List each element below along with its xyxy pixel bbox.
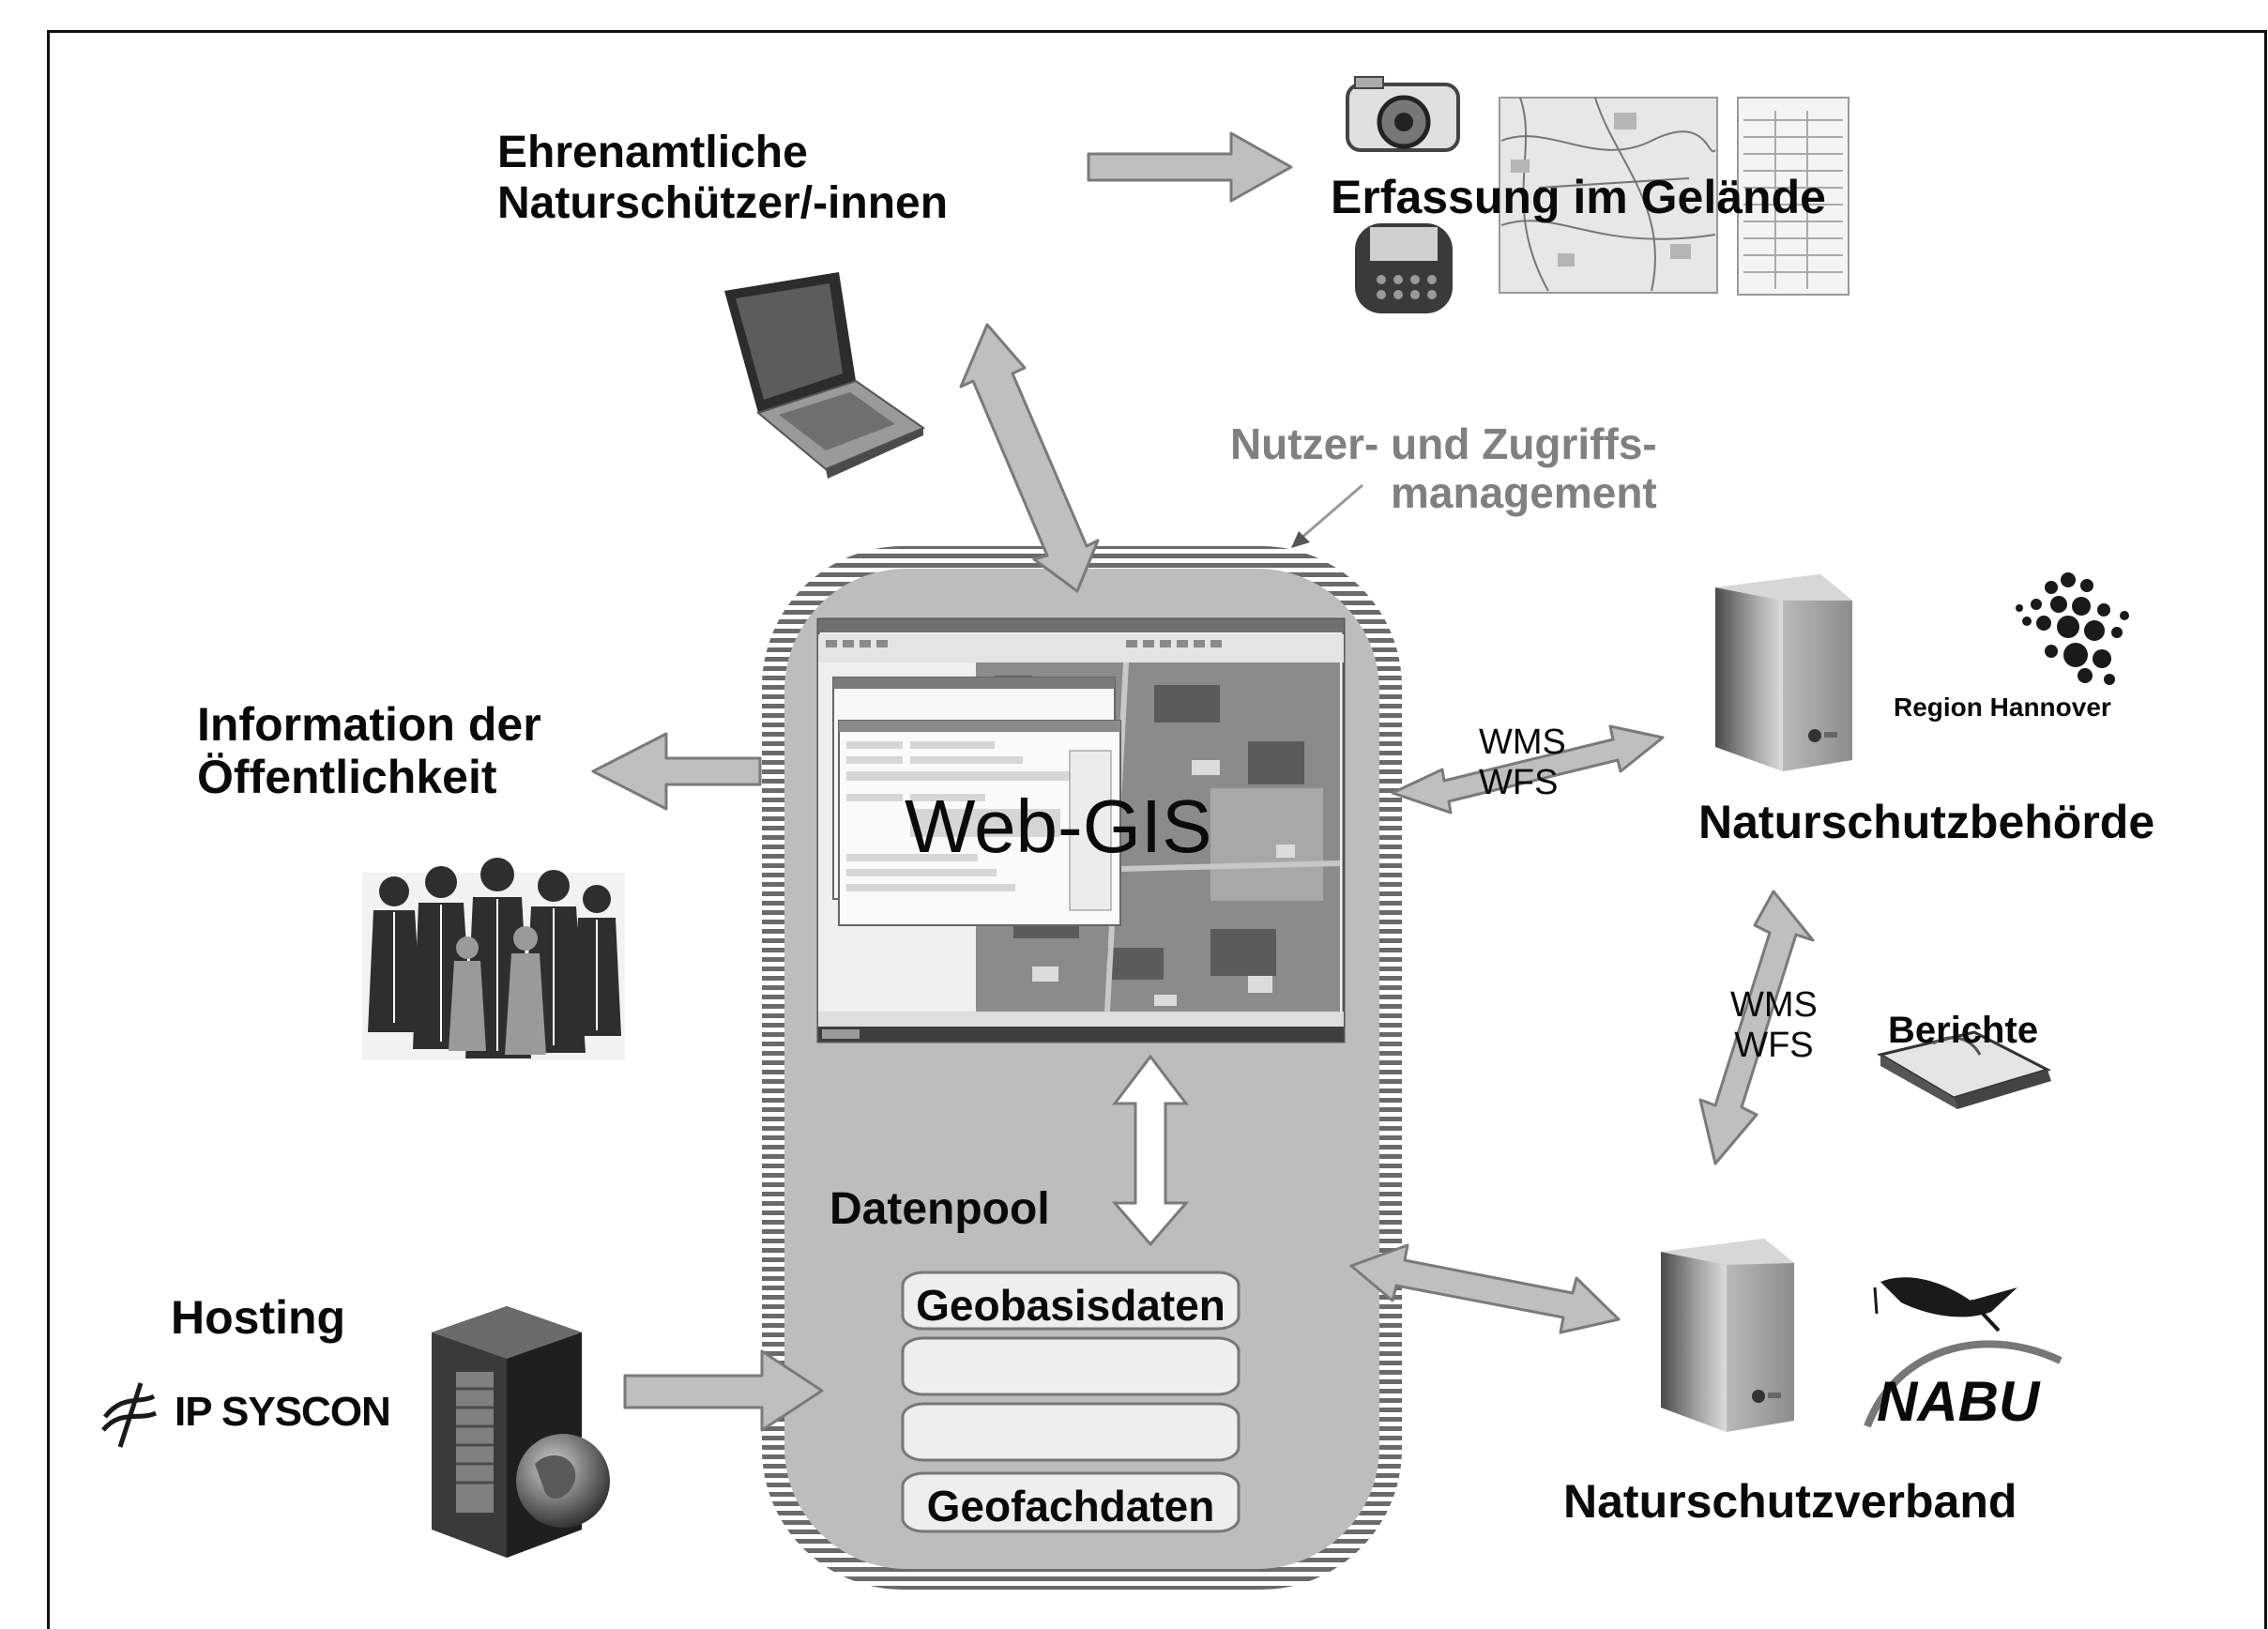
arrow-webgis-association <box>1349 1243 1621 1334</box>
access-management-line2: management <box>1391 467 1657 517</box>
crowd-icon <box>362 858 625 1060</box>
protocol-wms: WMS <box>1730 985 1818 1025</box>
form-sheet-icon <box>1737 97 1849 296</box>
protocol-wfs: WFS <box>1734 1025 1814 1065</box>
access-management-line1: Nutzer- und Zugriffs- <box>1229 419 1657 468</box>
arrow-webgis-datapool <box>1111 1054 1190 1247</box>
arrow-webgis-public <box>591 732 762 811</box>
ip-syscon-logo-text: IP SYSCON <box>175 1389 391 1435</box>
volunteers-label: Ehrenamtliche Naturschützer/-innen <box>497 128 948 229</box>
nabu-logo-text: NABU <box>1877 1370 2040 1433</box>
server-icon <box>1661 1239 1794 1432</box>
datapool-label: Datenpool <box>830 1184 1050 1234</box>
protocols-association-label: WMS WFS <box>1730 985 1818 1065</box>
public-info-line2: Öffentlichkeit <box>197 751 497 803</box>
association-label: Naturschutzverband <box>1563 1475 2017 1528</box>
diagram-frame <box>47 30 2267 1629</box>
hosting-label: Hosting <box>171 1291 346 1344</box>
nabu-stork-icon <box>1864 1277 2063 1428</box>
protocol-wms: WMS <box>1479 723 1566 762</box>
arrow-laptop-webgis <box>959 323 1100 593</box>
webgis-screenshot <box>816 617 1346 1043</box>
public-info-label: Information der Öffentlichkeit <box>197 698 541 803</box>
reports-label: Berichte <box>1888 1010 2039 1051</box>
arrow-hosting-datapool <box>623 1349 824 1432</box>
pda-icon <box>1355 223 1453 313</box>
camera-icon <box>1346 76 1460 152</box>
layer-geofachdaten: Geofachdaten <box>926 1482 1215 1530</box>
access-management-label: Nutzer- und Zugriffs- management <box>1224 419 1657 517</box>
webgis-label: Web-GIS <box>905 784 1212 868</box>
arrow-volunteers-field <box>1087 131 1293 203</box>
ip-syscon-logo-icon <box>101 1382 158 1448</box>
server-rack-globe-icon <box>432 1306 610 1558</box>
layer-geobasisdaten: Geobasisdaten <box>916 1281 1225 1330</box>
region-hannover-logo-text: Region Hannover <box>1894 693 2111 722</box>
book-icon <box>1877 1030 2052 1109</box>
arrow-authority-association <box>1698 890 1815 1165</box>
map-sheet-icon <box>1499 97 1718 294</box>
field-capture-label: Erfassung im Gelände <box>1331 171 1826 223</box>
volunteers-label-line1: Ehrenamtliche <box>497 128 808 177</box>
protocol-wfs: WFS <box>1479 762 1559 802</box>
public-info-line1: Information der <box>197 698 541 751</box>
region-hannover-logo-icon <box>2016 572 2129 685</box>
layer-stack <box>901 1271 1241 1533</box>
volunteers-label-line2: Naturschützer/-innen <box>497 177 949 228</box>
server-icon <box>1715 574 1852 771</box>
authority-label: Naturschutzbehörde <box>1698 796 2155 848</box>
laptop-icon <box>724 272 926 479</box>
protocols-authority-label: WMS WFS <box>1479 723 1566 802</box>
arrow-webgis-authority <box>1391 724 1665 814</box>
